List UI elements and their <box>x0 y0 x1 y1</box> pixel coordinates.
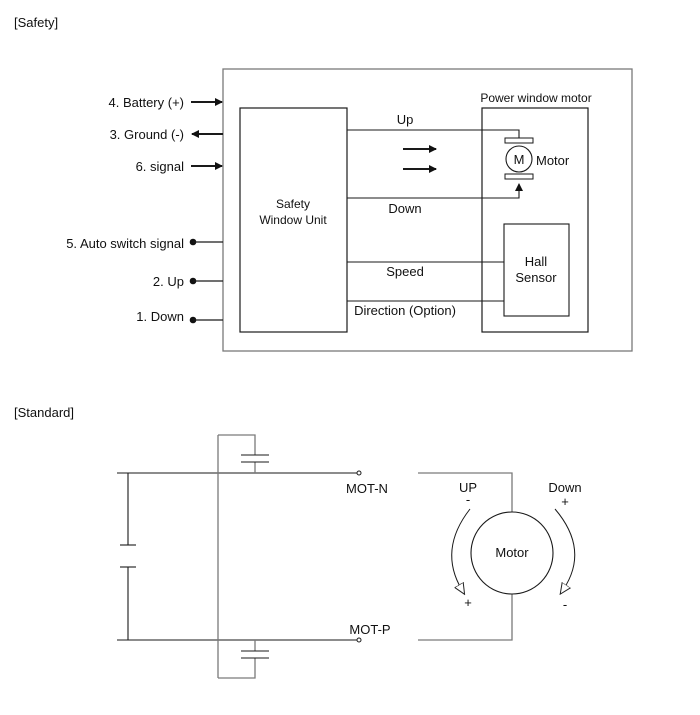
up-label: UP <box>459 480 477 495</box>
down-bottom-sign: - <box>563 597 567 612</box>
down-top-sign: + <box>561 494 569 509</box>
input-label-signal: 6. signal <box>136 159 185 174</box>
standard-motor-label: Motor <box>495 545 529 560</box>
standard-section-title: [Standard] <box>14 405 74 420</box>
wire-label-speed: Speed <box>386 264 424 279</box>
standard-motor-icon <box>470 511 554 595</box>
unit-label-line2: Window Unit <box>259 213 327 227</box>
power-window-motor-box <box>481 107 589 333</box>
input-ground: 3. Ground (-) <box>110 127 223 142</box>
down-rotation-arrow-icon <box>554 508 576 590</box>
input-signal: 6. signal <box>136 159 223 174</box>
wire-down <box>347 183 523 199</box>
input-down: 1. Down <box>136 309 223 324</box>
motor-brush-bottom <box>504 173 534 180</box>
hall-label-line2: Sensor <box>515 270 557 285</box>
motor-wire-top <box>418 472 513 512</box>
motor-brush-top <box>504 137 534 144</box>
down-label: Down <box>548 480 581 495</box>
left-switch <box>120 473 136 640</box>
capacitor-bottom-icon <box>241 650 269 659</box>
up-top-sign: - <box>466 492 470 507</box>
input-label-up: 2. Up <box>153 274 184 289</box>
motor-symbol-letter: M <box>514 152 525 167</box>
terminal-mot-p-icon <box>356 637 362 643</box>
input-label-ground: 3. Ground (-) <box>110 127 184 142</box>
input-label-auto-switch: 5. Auto switch signal <box>66 236 184 251</box>
hall-label-line1: Hall <box>525 254 548 269</box>
motor-label: Motor <box>536 153 570 168</box>
input-label-down: 1. Down <box>136 309 184 324</box>
motor-wire-bottom <box>418 594 513 641</box>
terminal-label-mot-p: MOT-P <box>349 622 390 637</box>
motor-symbol-icon <box>505 145 533 173</box>
wire-up <box>347 129 520 138</box>
wire-label-direction: Direction (Option) <box>354 303 456 318</box>
wire-label-up: Up <box>397 112 414 127</box>
center-bus <box>217 434 256 679</box>
input-auto-switch: 5. Auto switch signal <box>66 236 223 251</box>
up-bottom-sign: + <box>464 595 472 610</box>
input-up: 2. Up <box>153 274 223 289</box>
safety-outer-frame <box>222 68 633 352</box>
safety-window-unit-box <box>239 107 348 333</box>
motor-box-title: Power window motor <box>480 91 591 105</box>
terminal-mot-n-icon <box>356 470 362 476</box>
up-rotation-arrow-icon <box>451 508 471 590</box>
terminal-label-mot-n: MOT-N <box>346 481 388 496</box>
unit-label-line1: Safety <box>276 197 310 211</box>
input-battery: 4. Battery (+) <box>109 95 223 110</box>
safety-section-title: [Safety] <box>14 15 58 30</box>
capacitor-top-icon <box>241 454 269 463</box>
hall-sensor-box <box>503 223 570 317</box>
input-label-battery: 4. Battery (+) <box>109 95 185 110</box>
wire-label-down: Down <box>388 201 421 216</box>
